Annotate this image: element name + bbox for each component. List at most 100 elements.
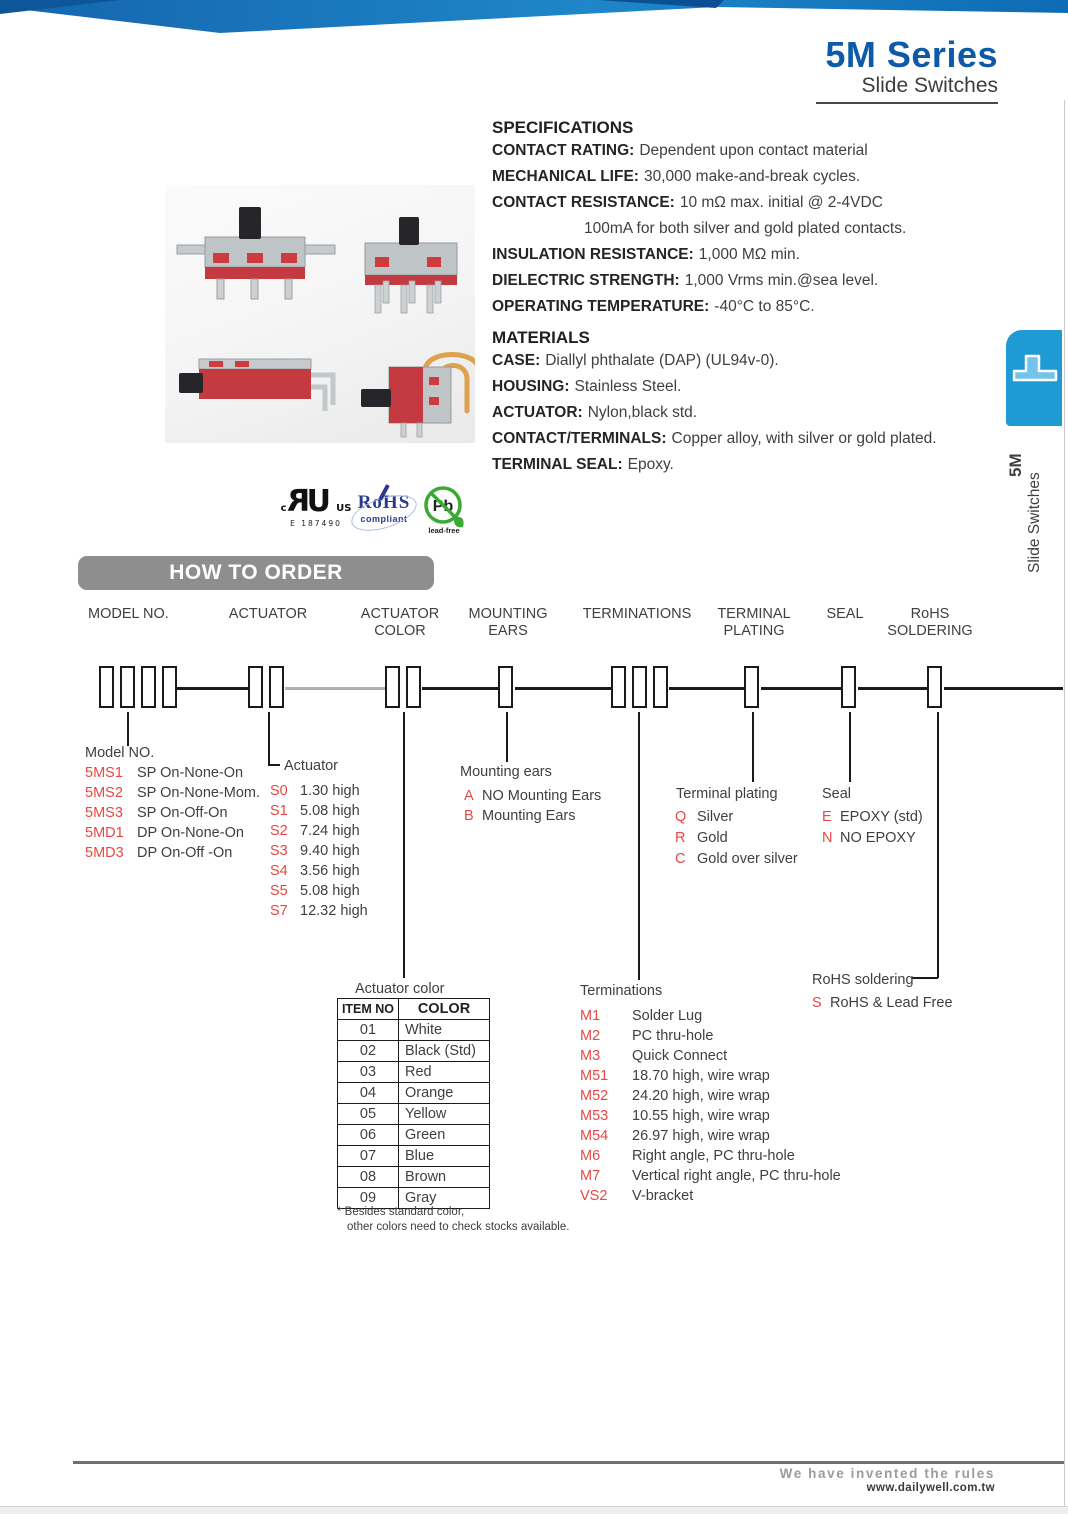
footer-slogan: We have invented the rules xyxy=(779,1466,995,1481)
order-code-box xyxy=(498,666,513,708)
switch-photo-4 xyxy=(361,352,482,438)
mounting-ears-label: Mounting ears xyxy=(460,764,552,780)
actuator-color-footnote: other colors need to check stocks availa… xyxy=(347,1221,570,1233)
terminations-label: Terminations xyxy=(580,983,663,999)
order-code-box xyxy=(927,666,942,708)
rohs-soldering-label: RoHS soldering xyxy=(812,972,914,988)
how-to-order-banner: HOW TO ORDER xyxy=(78,556,434,590)
order-code-box xyxy=(653,666,668,708)
elbow-actuator xyxy=(268,764,280,766)
connector-line xyxy=(177,687,248,690)
ul-logo-icon: U xyxy=(306,484,331,519)
order-code-box xyxy=(120,666,135,708)
page-bottom-strip xyxy=(0,1506,1068,1514)
column-header-actuator: ACTUATOR xyxy=(228,606,308,622)
ul-logo-icon: R xyxy=(286,484,310,519)
order-code-box xyxy=(99,666,114,708)
spec-item: DIELECTRIC STRENGTH:1,000 Vrms min.@sea … xyxy=(492,272,879,289)
product-photos xyxy=(165,185,482,443)
slide-switch-icon xyxy=(1012,354,1058,382)
column-header-model-no: MODEL NO. xyxy=(88,606,169,622)
ul-certification-mark: cRU US E 187490 xyxy=(278,484,354,528)
table-header-color: COLOR xyxy=(398,998,490,1020)
material-item: HOUSING:Stainless Steel. xyxy=(492,378,682,395)
drop-line-terminations xyxy=(638,712,640,980)
rohs-compliant-mark: RoHS compliant xyxy=(347,484,421,538)
spec-item: 100mA for both silver and gold plated co… xyxy=(584,220,907,237)
order-code-box xyxy=(141,666,156,708)
order-code-box xyxy=(162,666,177,708)
pb-free-mark: Pb lead-free xyxy=(424,486,464,535)
ul-suffix: US xyxy=(336,503,352,514)
ul-prefix: c xyxy=(280,503,287,514)
spec-item: CONTACT RESISTANCE:10 mΩ max. initial @ … xyxy=(492,194,883,211)
material-item: CASE:Diallyl phthalate (DAP) (UL94v-0). xyxy=(492,352,779,369)
specifications-heading: SPECIFICATIONS xyxy=(492,118,634,137)
table-header-item-no: ITEM NO xyxy=(337,998,399,1020)
drop-line-model-no xyxy=(127,712,129,746)
material-item: ACTUATOR:Nylon,black std. xyxy=(492,404,698,421)
page-title: 5M Series xyxy=(825,34,998,75)
seal-label: Seal xyxy=(822,786,852,802)
material-item: CONTACT/TERMINALS:Copper alloy, with sil… xyxy=(492,430,937,447)
drop-line-actuator-color xyxy=(403,712,405,978)
actuator-color-label: Actuator color xyxy=(355,981,445,997)
material-item: TERMINAL SEAL:Epoxy. xyxy=(492,456,674,473)
switch-photo-3 xyxy=(179,358,336,411)
spec-item: MECHANICAL LIFE:30,000 make-and-break cy… xyxy=(492,168,861,185)
terminal-plating-label: Terminal plating xyxy=(676,786,778,802)
actuator-color-footnote: * Besides standard color, xyxy=(337,1206,465,1218)
connector-line xyxy=(422,687,498,690)
rohs-sublabel: compliant xyxy=(360,514,408,524)
column-header-seal: SEAL xyxy=(826,606,864,622)
specifications-section: SPECIFICATIONS CONTACT RATING:Dependent … xyxy=(492,118,906,320)
spec-item: INSULATION RESISTANCE:1,000 MΩ min. xyxy=(492,246,800,263)
actuator-label: Actuator xyxy=(284,758,338,774)
connector-line xyxy=(761,687,841,690)
drop-line-terminal-plating xyxy=(752,712,754,782)
top-banner xyxy=(0,0,1068,33)
order-code-box xyxy=(611,666,626,708)
order-code-box xyxy=(841,666,856,708)
connector-line xyxy=(285,687,385,690)
column-header-actuator-color: ACTUATOR COLOR xyxy=(360,606,440,639)
switch-photo-2 xyxy=(364,217,458,314)
materials-heading: MATERIALS xyxy=(492,328,590,347)
spec-item: CONTACT RATING:Dependent upon contact ma… xyxy=(492,142,868,159)
drop-line-rohs-soldering xyxy=(937,712,939,978)
order-code-box xyxy=(269,666,284,708)
page-subtitle: Slide Switches xyxy=(861,74,998,97)
